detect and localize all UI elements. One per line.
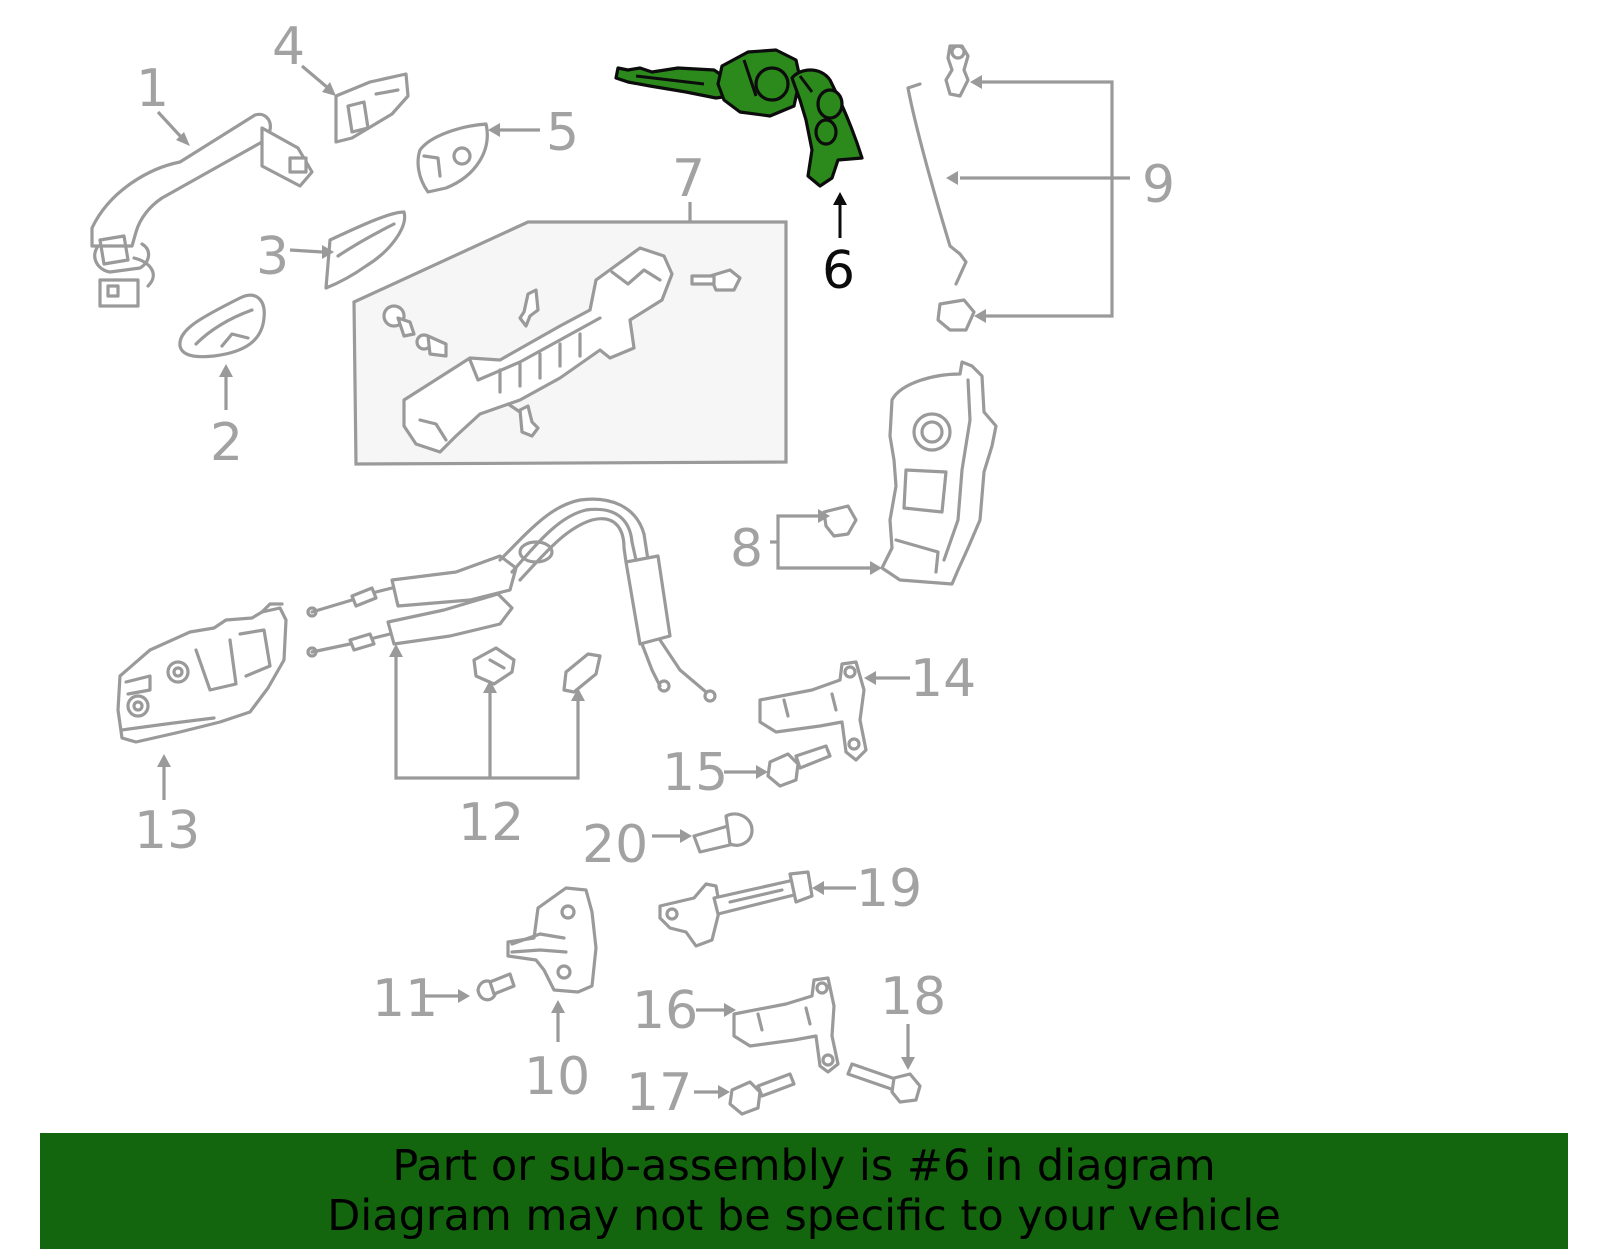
part-8-lock-actuator[interactable] [822,360,998,586]
callout-18: 18 [880,967,946,1027]
part-18-long-bolt[interactable] [846,1062,922,1104]
part-2-handle-bezel[interactable] [178,293,266,359]
part-11-screw[interactable] [476,972,516,1002]
callout-1: 1 [136,59,169,119]
callout-9: 9 [1142,155,1175,215]
part-17-hinge-bolt[interactable] [728,1072,796,1116]
callout-13: 13 [134,801,200,861]
part-20-screw[interactable] [692,812,754,854]
callout-4: 4 [272,17,305,77]
kit-clip-b [415,333,448,358]
callout-14: 14 [910,649,976,709]
kit-clip-a [382,304,416,338]
callout-5: 5 [546,103,579,163]
banner-part-notice: Part or sub-assembly is #6 in diagram [392,1141,1216,1191]
callout-12: 12 [458,793,524,853]
part-12-cables[interactable] [306,497,717,703]
leader-lines [156,64,1130,1099]
part-4-handle-cover[interactable] [334,72,410,144]
info-banner: Part or sub-assembly is #6 in diagram Di… [40,1133,1568,1249]
callout-20: 20 [582,815,648,875]
part-13-latch-assembly[interactable] [116,602,288,744]
callout-16: 16 [632,981,698,1041]
kit-screw-b [506,402,540,438]
part-1-outside-handle[interactable] [90,112,314,308]
callout-labels: 1 2 3 4 5 6 7 8 9 10 11 12 13 14 15 16 1… [134,17,1175,1123]
callout-15: 15 [662,743,728,803]
callout-19: 19 [856,859,922,919]
part-19-door-check[interactable] [658,870,814,948]
banner-disclaimer: Diagram may not be specific to your vehi… [327,1191,1281,1241]
part-6-lock-cylinder-assembly[interactable] [614,48,864,188]
part-14-upper-hinge[interactable] [758,660,868,762]
callout-7: 7 [672,149,705,209]
kit-bracket [518,288,540,328]
callout-17: 17 [626,1063,692,1123]
part-5-cylinder-cap[interactable] [416,122,489,194]
part-7-handle-frame-kit[interactable] [352,220,788,466]
callout-11: 11 [372,969,438,1029]
callout-2: 2 [210,413,243,473]
callout-3: 3 [256,227,289,287]
part-16-lower-hinge[interactable] [732,976,840,1074]
part-15-hinge-bolt[interactable] [766,744,832,788]
part-9-lock-rod[interactable] [906,44,976,332]
callout-8: 8 [730,519,763,579]
kit-screw-a [690,268,742,292]
part-3-gasket[interactable] [324,210,407,290]
part-10-striker[interactable] [506,886,598,994]
callout-10: 10 [524,1047,590,1107]
callout-6: 6 [822,241,855,301]
